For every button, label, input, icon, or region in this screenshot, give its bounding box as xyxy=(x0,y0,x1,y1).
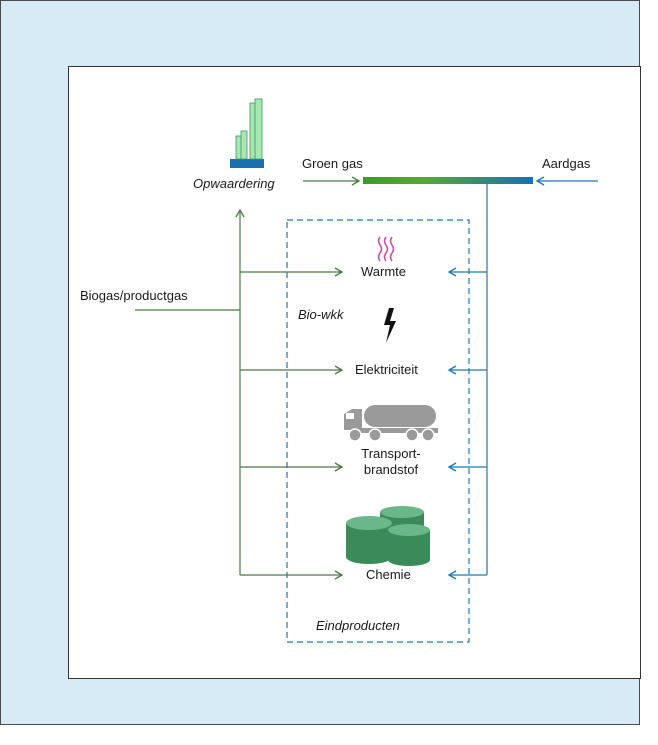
natural-gas-flow-lines xyxy=(447,184,488,580)
lightning-bolt-icon xyxy=(384,308,396,343)
tanker-truck-icon xyxy=(344,405,438,442)
end-products-label: Eindproducten xyxy=(316,618,400,633)
diagram-panel xyxy=(68,66,641,679)
product-label-heat: Warmte xyxy=(361,264,407,279)
end-products-box xyxy=(286,219,470,643)
bio-chp-label: Bio-wkk xyxy=(298,307,344,322)
product-label-electricity: Elektriciteit xyxy=(355,362,418,377)
biogas-flow-lines xyxy=(135,208,344,580)
product-label-transport-line2: brandstof xyxy=(363,462,419,477)
gas-grid-bar xyxy=(363,177,533,184)
product-label-transport-fuel: Transport- brandstof xyxy=(355,446,427,478)
product-label-transport-line1: Transport- xyxy=(361,446,421,461)
biogas-label: Biogas/productgas xyxy=(80,288,188,303)
chemical-tanks-icon xyxy=(346,506,430,566)
green-gas-label: Groen gas xyxy=(302,156,363,171)
upgrading-plant-icon xyxy=(230,98,264,168)
upgrading-label: Opwaardering xyxy=(193,176,275,191)
product-label-chemistry: Chemie xyxy=(366,567,411,582)
natural-gas-label: Aardgas xyxy=(542,156,591,171)
heat-waves-icon xyxy=(377,236,395,262)
